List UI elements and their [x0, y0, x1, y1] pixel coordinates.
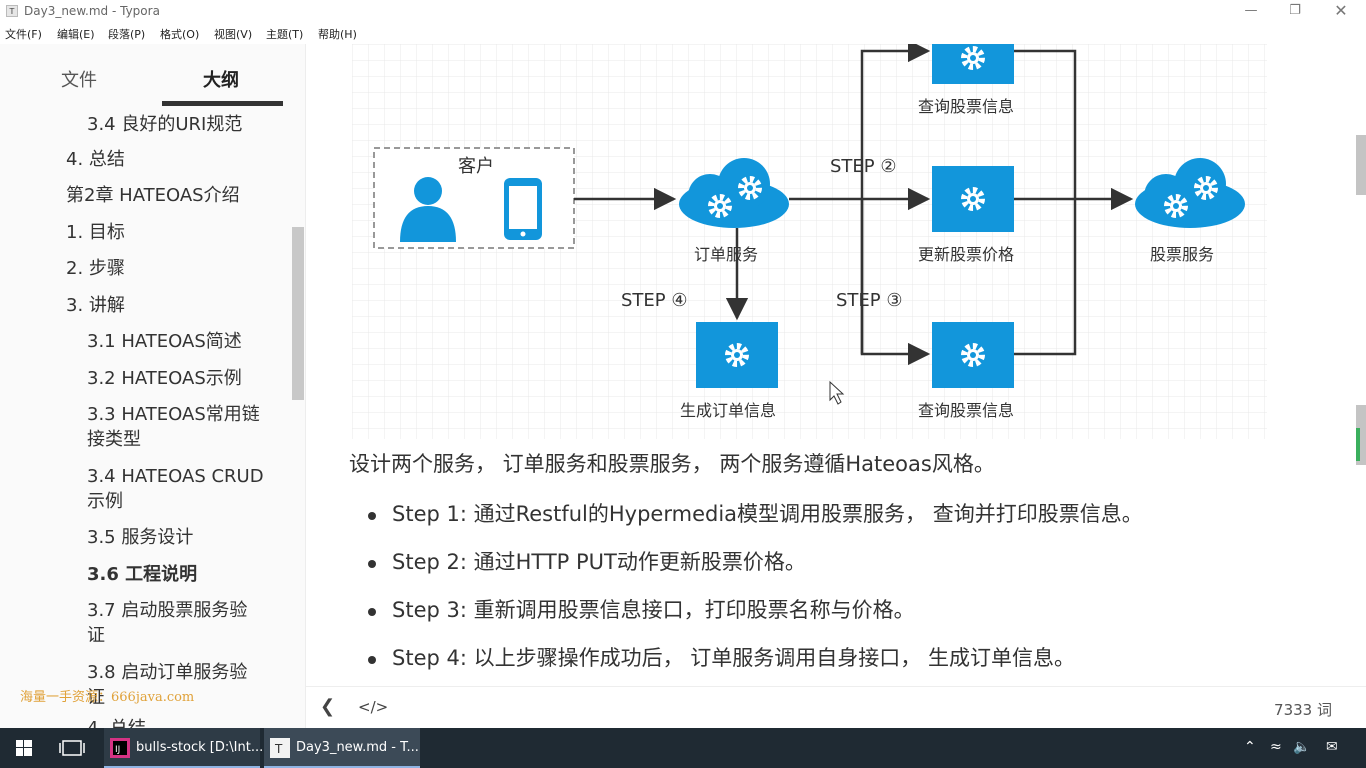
outline-item[interactable]: 3.2 HATEOAS示例	[87, 368, 242, 389]
order-service-label: 订单服务	[694, 245, 758, 264]
architecture-diagram: 客户 订单服务 股票服务 查询股票信息 更新股票价格 查询股票信息	[352, 44, 1267, 439]
task-view-icon[interactable]	[48, 728, 96, 768]
status-bar: ❮ </> 7333 词	[306, 686, 1366, 729]
svg-text:T: T	[274, 742, 283, 756]
list-item[interactable]: Step 2: 通过HTTP PUT动作更新股票价格。	[366, 544, 1143, 592]
outline-item[interactable]: 1. 目标	[66, 222, 125, 243]
stock-service-cloud	[1135, 158, 1245, 228]
notification-icon[interactable]: ✉	[1326, 739, 1338, 755]
outline-item[interactable]: 3.4 HATEOAS CRUD	[87, 466, 264, 487]
outline-item[interactable]: 3.8 启动订单服务验	[87, 662, 248, 683]
watermark-text: 海量一手资源：666java.com	[20, 690, 195, 705]
word-count[interactable]: 7333 词	[1274, 701, 1332, 719]
menu-bar: 文件(F) 编辑(E) 段落(P) 格式(O) 视图(V) 主题(T) 帮助(H…	[0, 22, 1366, 44]
client-box	[373, 147, 575, 249]
query-stock-top-label: 查询股票信息	[918, 97, 1014, 116]
outline-item[interactable]: 3.5 服务设计	[87, 527, 194, 548]
active-tab-indicator	[162, 101, 283, 106]
outline-item[interactable]: 示例	[87, 491, 123, 512]
outline-item[interactable]: 4. 总结	[66, 149, 125, 170]
taskbar-app-typora[interactable]: T Day3_new.md - T...	[264, 728, 420, 768]
source-code-mode-icon[interactable]: </>	[358, 698, 389, 716]
menu-file[interactable]: 文件(F)	[5, 28, 42, 41]
outline-item[interactable]: 接类型	[87, 429, 141, 450]
network-icon[interactable]: ≈	[1270, 739, 1282, 755]
tab-outline[interactable]: 大纲	[203, 70, 239, 91]
minimap-indicator	[1356, 405, 1366, 465]
editor-scrollbar-thumb[interactable]	[1356, 135, 1366, 195]
sidebar-scrollbar-thumb[interactable]	[292, 227, 304, 400]
steps-list: Step 1: 通过Restful的Hypermedia模型调用股票服务， 查询…	[366, 496, 1143, 684]
tab-files[interactable]: 文件	[61, 70, 97, 91]
volume-icon[interactable]: 🔈	[1293, 739, 1311, 755]
list-item[interactable]: Step 1: 通过Restful的Hypermedia模型调用股票服务， 查询…	[366, 496, 1143, 544]
outline-item[interactable]: 第2章 HATEOAS介绍	[66, 185, 240, 206]
minimap-position-marker	[1356, 428, 1360, 461]
order-service-cloud	[679, 158, 789, 228]
stock-service-label: 股票服务	[1150, 245, 1214, 264]
outline-item[interactable]: 3. 讲解	[66, 295, 125, 316]
menu-paragraph[interactable]: 段落(P)	[108, 28, 146, 41]
outline-item-active[interactable]: 3.6 工程说明	[87, 564, 198, 585]
outline-item[interactable]: 3.1 HATEOAS简述	[87, 331, 242, 352]
close-button[interactable]: ✕	[1334, 1, 1348, 20]
outline-item[interactable]: 3.4 良好的URI规范	[87, 114, 243, 135]
description-paragraph[interactable]: 设计两个服务， 订单服务和股票服务， 两个服务遵循Hateoas风格。	[349, 452, 995, 476]
toggle-sidebar-icon[interactable]: ❮	[320, 696, 336, 717]
window-title: Day3_new.md - Typora	[24, 4, 160, 18]
tray-chevron-up-icon[interactable]: ⌃	[1244, 739, 1256, 755]
list-item[interactable]: Step 3: 重新调用股票信息接口，打印股票名称与价格。	[366, 592, 1143, 640]
client-label: 客户	[458, 156, 494, 177]
update-price-label: 更新股票价格	[918, 245, 1014, 264]
step-4-label: STEP ④	[621, 290, 688, 311]
taskbar-app-intellij[interactable]: IJ bulls-stock [D:\Int...	[104, 728, 263, 768]
outline-item[interactable]: 3.3 HATEOAS常用链	[87, 404, 260, 425]
outline-item[interactable]: 证	[87, 687, 105, 708]
intellij-icon: IJ	[110, 738, 130, 758]
outline-sidebar: 文件 大纲 3.4 良好的URI规范 4. 总结 第2章 HATEOAS介绍 1…	[0, 44, 306, 728]
restore-button[interactable]: ❐	[1289, 3, 1301, 18]
query-stock-bottom-label: 查询股票信息	[918, 401, 1014, 420]
menu-view[interactable]: 视图(V)	[214, 28, 253, 41]
title-bar: T Day3_new.md - Typora — ❐ ✕	[0, 0, 1366, 22]
typora-icon: T	[270, 738, 290, 758]
create-order-label: 生成订单信息	[680, 401, 776, 420]
step-2-label: STEP ②	[830, 156, 897, 177]
editor-area[interactable]: 客户 订单服务 股票服务 查询股票信息 更新股票价格 查询股票信息	[306, 44, 1366, 684]
menu-help[interactable]: 帮助(H)	[318, 28, 357, 41]
minimize-button[interactable]: —	[1244, 3, 1258, 18]
mouse-cursor-icon	[829, 380, 845, 405]
menu-format[interactable]: 格式(O)	[160, 28, 200, 41]
outline-item[interactable]: 4. 总结	[87, 716, 146, 728]
outline-item[interactable]: 3.7 启动股票服务验	[87, 600, 248, 621]
svg-text:IJ: IJ	[115, 745, 120, 755]
menu-edit[interactable]: 编辑(E)	[57, 28, 95, 41]
outline-item[interactable]: 2. 步骤	[66, 258, 125, 279]
step-3-label: STEP ③	[836, 290, 903, 311]
windows-taskbar: IJ bulls-stock [D:\Int... T Day3_new.md …	[0, 728, 1366, 768]
typora-app-icon: T	[6, 5, 18, 17]
outline-item[interactable]: 证	[87, 625, 105, 646]
list-item[interactable]: Step 4: 以上步骤操作成功后， 订单服务调用自身接口， 生成订单信息。	[366, 640, 1143, 684]
windows-start-icon[interactable]	[0, 728, 48, 768]
menu-theme[interactable]: 主题(T)	[266, 28, 304, 41]
